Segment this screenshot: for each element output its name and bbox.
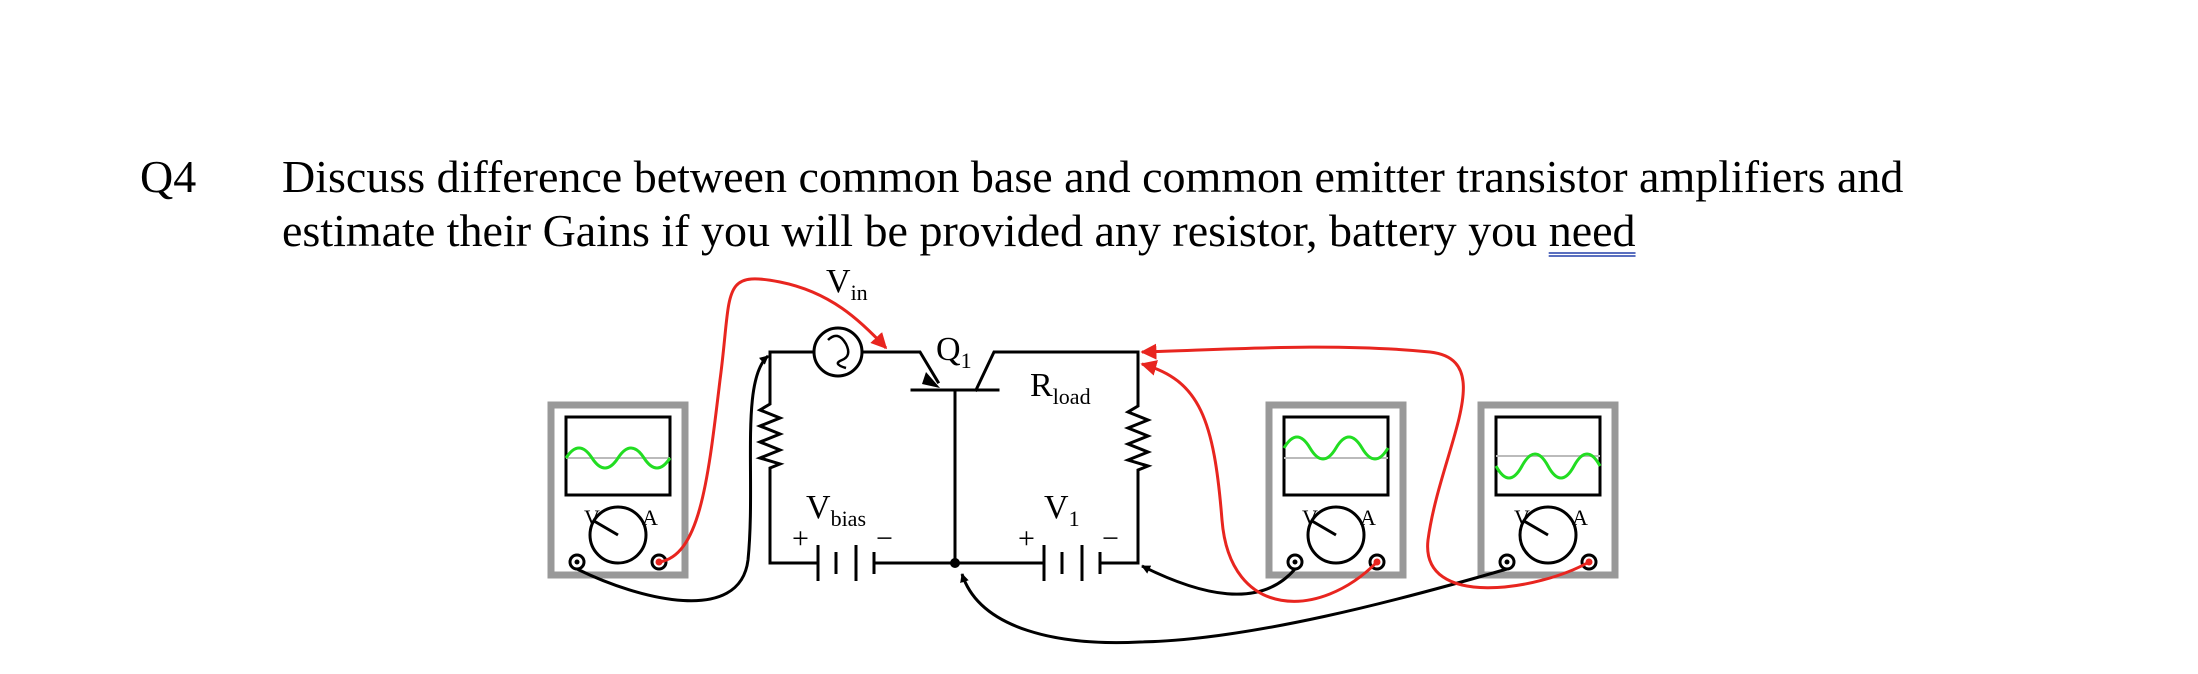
meter-left: V A: [547, 401, 689, 579]
v1-plus: +: [1018, 522, 1035, 555]
ac-source: [812, 326, 864, 378]
junction-dot: [950, 558, 960, 568]
v1-battery: [1042, 545, 1110, 581]
rload-label: Rload: [1030, 367, 1091, 409]
v1-label: V1: [1044, 489, 1080, 531]
vin-label: Vin: [826, 263, 868, 305]
bias-resistor: [755, 398, 785, 472]
q1-label: Q1: [936, 331, 972, 373]
question-number: Q4: [140, 151, 197, 202]
meter-right: V A: [1477, 401, 1619, 579]
circuit-wires: [768, 350, 1140, 565]
meter-middle: V A: [1265, 401, 1407, 579]
underlined-word: need: [1548, 205, 1636, 256]
vbias-plus: +: [792, 522, 809, 555]
vbias-label: Vbias: [806, 489, 866, 531]
meter-right-v: V: [1514, 505, 1530, 530]
question-line-1: Discuss difference between common base a…: [282, 151, 1904, 202]
meter-left-v: V: [584, 505, 600, 530]
question-line-2-text: estimate their Gains if you will be prov…: [282, 205, 1549, 256]
meter-left-a: A: [642, 505, 658, 530]
emitter-arrow: [922, 372, 940, 388]
vbias-minus: −: [876, 522, 893, 555]
meter-right-a: A: [1572, 505, 1588, 530]
bias-battery: [816, 545, 882, 581]
question-line-2: estimate their Gains if you will be prov…: [282, 204, 2182, 258]
probe-leads: [576, 277, 1590, 645]
load-resistor: [1123, 400, 1153, 474]
meter-middle-a: A: [1360, 505, 1376, 530]
meter-middle-v: V: [1302, 505, 1318, 530]
v1-minus: −: [1102, 522, 1119, 555]
question-text: Discuss difference between common base a…: [282, 150, 2182, 258]
